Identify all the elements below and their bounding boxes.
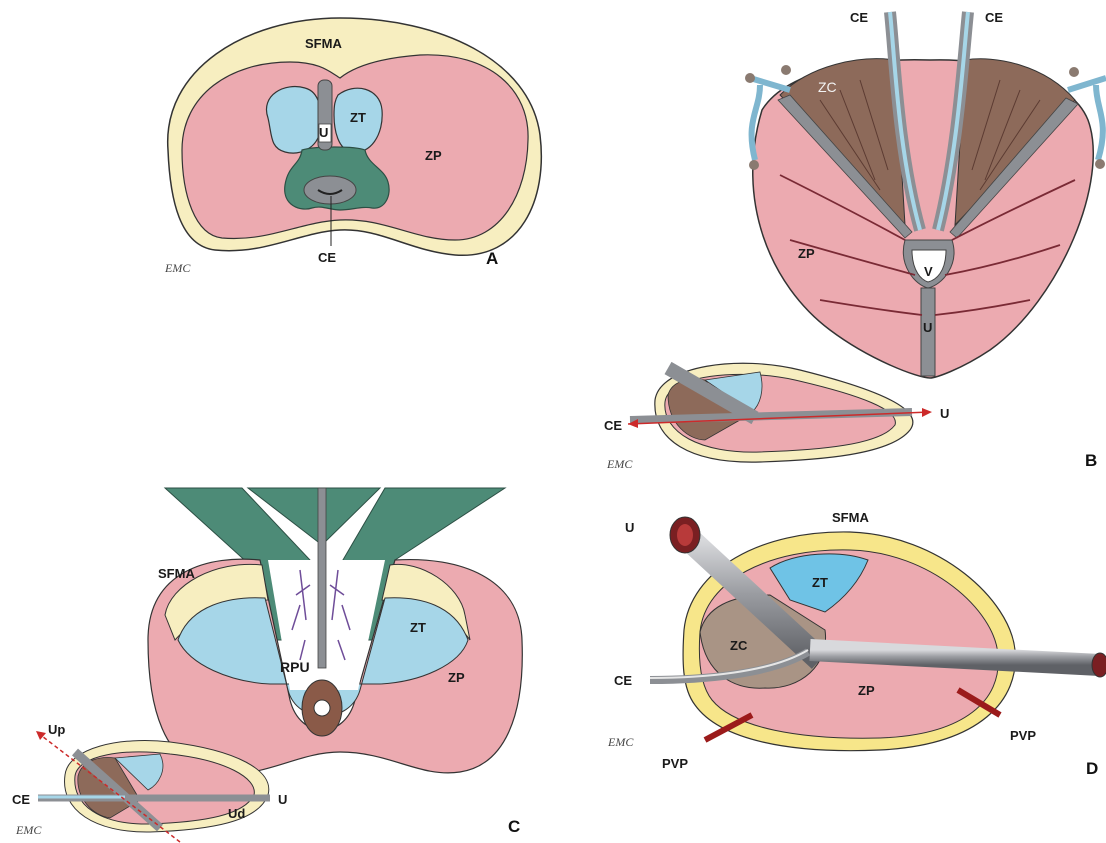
label-sfma-d: SFMA [832,510,869,525]
urethra-c [318,488,326,668]
label-zp-d: ZP [858,683,875,698]
label-rpu-c: RPU [280,659,310,675]
label-u-d: U [625,520,634,535]
label-ce-d: CE [614,673,632,688]
label-sfma-a: SFMA [305,36,342,51]
emc-logo-a: EMC [164,261,191,275]
vessel-knob-2 [781,65,791,75]
label-u-b-inset: U [940,406,949,421]
label-u-a: U [319,125,328,140]
panel-letter-b: B [1085,451,1097,470]
urethra-lumen-c [314,700,330,716]
label-v-b: V [924,264,933,279]
label-sfma-c: SFMA [158,566,195,581]
label-zc-b: ZC [818,79,837,95]
urethra-opening-d-inner [677,524,693,546]
label-ce-b-left: CE [850,10,868,25]
panel-letter-d: D [1086,759,1098,778]
label-ce-c-inset: CE [12,792,30,807]
label-zp-b: ZP [798,246,815,261]
label-u-c-inset: U [278,792,287,807]
vessel-knob-4 [1095,159,1105,169]
urethra-end-d [1092,653,1106,677]
emc-logo-b: EMC [606,457,633,471]
panel-a: SFMA ZT ZP U CE A EMC [164,18,541,275]
emc-logo-d: EMC [607,735,634,749]
emc-logo-c: EMC [15,823,42,837]
panel-letter-a: A [486,249,498,268]
vessel-knob-1 [745,73,755,83]
label-zc-d: ZC [730,638,748,653]
label-ce-b-inset: CE [604,418,622,433]
urethra-tube-d-lower [810,650,1100,665]
label-u-b: U [923,320,932,335]
vessel-knob-3 [749,160,759,170]
label-zt-d: ZT [812,575,828,590]
label-zp-c: ZP [448,670,465,685]
label-ce-b-right: CE [985,10,1003,25]
label-zt-c: ZT [410,620,426,635]
label-ud-c-inset: Ud [228,806,245,821]
panel-letter-c: C [508,817,520,836]
label-pvp-d-left: PVP [662,756,688,771]
panel-c: SFMA ZT ZP RPU Up CE Ud U C EMC [12,488,522,842]
label-zp-a: ZP [425,148,442,163]
zt-left-lobe [266,87,320,153]
label-pvp-d-right: PVP [1010,728,1036,743]
label-up-c-inset: Up [48,722,65,737]
ejaculatory-duct-region [304,176,356,204]
label-ce-a: CE [318,250,336,265]
label-zt-a: ZT [350,110,366,125]
panel-d: U SFMA ZT ZC CE ZP PVP PVP D EMC [607,510,1106,778]
panel-b-inset: CE U [604,363,949,462]
inset-b-arrowhead-right [922,408,932,417]
vessel-knob-5 [1069,67,1079,77]
panel-b: CE CE ZC ZP V U CE U B EMC [604,10,1106,471]
